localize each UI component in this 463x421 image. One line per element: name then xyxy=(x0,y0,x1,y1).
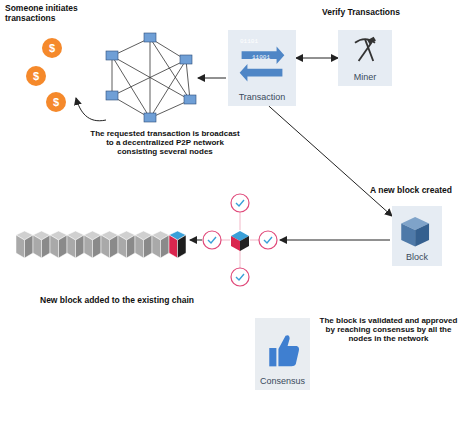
consensus-box: Consensus xyxy=(255,318,310,390)
node-label: Miner xyxy=(354,72,377,82)
block-to-consensus-arrow xyxy=(280,240,390,241)
consensus-cluster xyxy=(203,194,277,286)
consensus-to-chain-arrow xyxy=(190,240,202,241)
broadcast-arrow xyxy=(198,78,226,79)
icon xyxy=(392,206,442,252)
transaction-box: Transaction xyxy=(228,30,296,106)
node-label: Block xyxy=(406,252,428,262)
node-label: Consensus xyxy=(260,376,305,386)
consensus-caption: The block is validated and approved by r… xyxy=(318,316,459,344)
miner-box: Miner xyxy=(338,30,392,86)
coin-symbol: $ xyxy=(42,42,62,55)
miner-caption: Verify Transactions xyxy=(322,8,432,18)
coin-symbol: $ xyxy=(46,96,66,109)
binary-text: 01101 xyxy=(240,39,258,46)
connector xyxy=(269,106,392,216)
block-box: Block xyxy=(392,206,442,266)
coins xyxy=(26,38,66,112)
chain-caption: New block added to the existing chain xyxy=(40,296,240,306)
initiator-caption: Someone initiates transactions xyxy=(5,4,95,24)
connector xyxy=(296,58,338,59)
p2p-network xyxy=(112,38,190,118)
coin-symbol: $ xyxy=(26,70,46,83)
block-caption: A new block created xyxy=(370,186,462,196)
node-label: Transaction xyxy=(239,92,286,102)
network-nodes xyxy=(106,33,196,122)
binary-text: 11001 xyxy=(252,55,270,62)
block-chain xyxy=(16,231,186,258)
icon xyxy=(338,30,392,72)
network-caption: The requested transaction is broadcast t… xyxy=(90,129,240,157)
payout-arrow xyxy=(76,98,106,121)
icon xyxy=(255,318,310,376)
